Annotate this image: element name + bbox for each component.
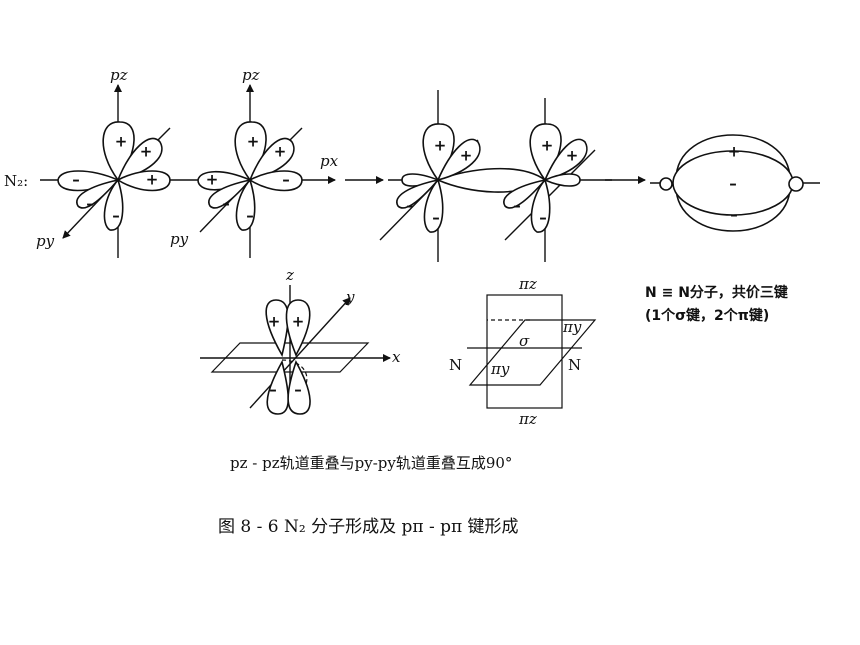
orbital-lobe [287,360,311,415]
py-label-2: py [170,230,189,248]
sign-plus: + [268,313,281,331]
atom-2-orbitals: + + + – – – [197,84,336,258]
figure-caption: 图 8 - 6 N₂ 分子形成及 pπ - pπ 键形成 [218,517,519,537]
y-label: y [345,288,355,306]
pi-y-plane [468,319,597,386]
sign-minus: – [406,197,414,215]
x-label: x [392,348,401,366]
triple-bond-note: N ≡ N分子，共价三键 [645,284,789,301]
z-label: z [285,266,294,284]
orbital-lobe [543,173,581,187]
sign-minus: – [539,209,547,227]
orbital-lobe [436,138,481,182]
orbital-lobe [543,138,588,182]
orbital-lobe [248,170,303,192]
sign-minus: – [730,206,738,224]
sign-minus: – [112,207,120,225]
sign-minus: – [282,171,290,189]
sign-plus: + [434,137,447,155]
orbital-lobe [503,178,548,209]
orbital-lobe [116,170,171,192]
n2-label: N₂: [4,172,28,190]
overlap-orbitals: + + + + – – – – [379,90,612,262]
sign-minus: – [72,171,80,189]
sign-plus: + [206,171,219,189]
orbital-lobe [659,177,673,191]
sign-plus: + [274,143,287,161]
sign-plus: + [140,143,153,161]
pi-y-bottom-label: πy [490,360,510,378]
sign-minus: – [222,195,230,213]
orbital-lobe [530,178,551,233]
n2-molecule-cloud: + – – [650,134,820,232]
y-axis [249,297,351,409]
orbital-lobe [285,299,311,357]
sign-plus: + [460,147,473,165]
n-left-label: N [449,356,462,374]
orbital-lobe [235,178,256,231]
sign-plus: + [728,143,741,161]
sigma-label: σ [519,332,530,350]
px-label: px [320,152,339,170]
sign-minus: – [513,197,521,215]
overlap-caption: pz - pz轨道重叠与py-py轨道重叠互成90° [230,454,512,472]
py-label-1: py [36,232,55,250]
bond-schematic: πz πz πy πy σ N N [449,275,597,428]
sign-plus: + [146,171,159,189]
pi-z-top-label: πz [518,275,537,293]
n-right-label: N [568,356,581,374]
dashed-curve [281,359,308,385]
pi-y-top-label: πy [562,318,582,336]
sign-plus: + [566,147,579,165]
sign-minus: – [269,381,277,399]
orbital-lobe [423,178,444,233]
sign-plus: + [541,137,554,155]
orbital-lobe [396,178,441,209]
orbital-lobe [266,359,290,415]
orbital-lobe [208,178,253,209]
pz-label-2: pz [242,66,260,84]
sign-plus: + [115,133,128,151]
orbital-lobe [76,178,121,209]
pz-pz-overlap-diagram: + + – – z y x [200,266,401,415]
orbital-lobe [788,176,804,192]
atom-1-orbitals: + + + – – – [40,84,200,258]
sign-minus: – [729,175,737,193]
pi-z-bottom-label: πz [518,410,537,428]
sign-plus: + [247,133,260,151]
bond-count-note: (1个σ键，2个π键) [645,307,769,324]
sign-minus: – [432,209,440,227]
sign-minus: – [294,381,302,399]
sign-minus: – [246,207,254,225]
pz-label-1: pz [110,66,128,84]
orbital-lobe [103,178,124,231]
sign-plus: + [292,313,305,331]
sign-minus: – [86,195,94,213]
overlap-diag-2 [504,149,596,241]
pi-z-box [486,294,563,409]
